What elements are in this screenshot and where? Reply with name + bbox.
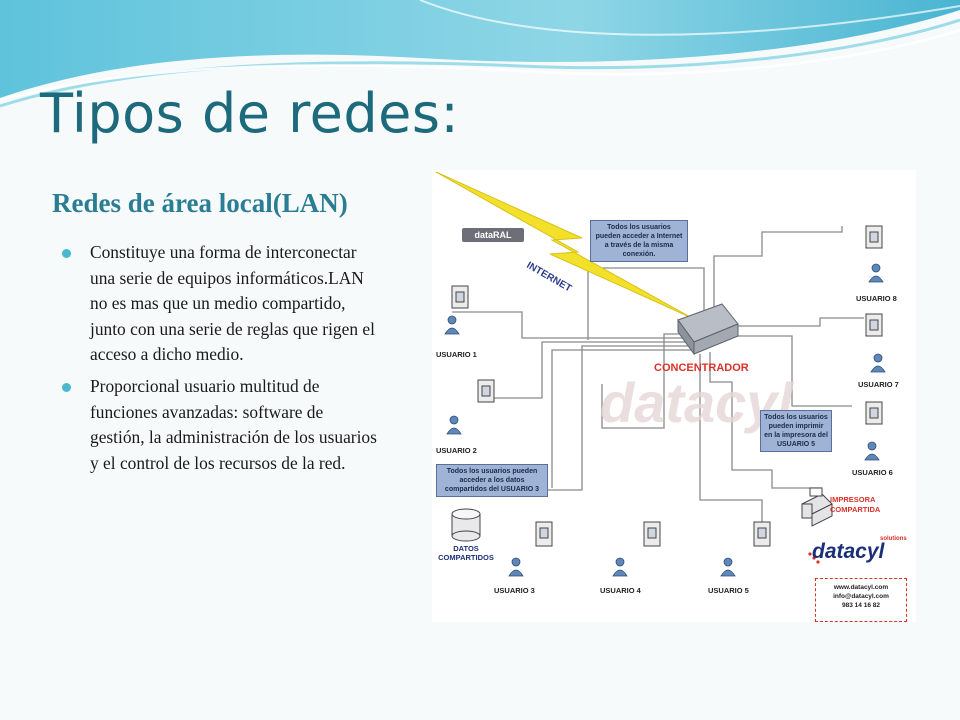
user-label: USUARIO 4 — [600, 586, 641, 595]
user-label: USUARIO 6 — [852, 468, 893, 477]
bullet-item: Constituye una forma de interconectar un… — [60, 240, 380, 368]
contact-email: info@datacyl.com — [833, 593, 889, 600]
lan-network-diagram: datacyl dataRAL INTERNET CONCENTRADOR To… — [432, 170, 916, 622]
note-printer: Todos los usuarios pueden imprimir en la… — [760, 410, 832, 452]
note-shared-data: Todos los usuarios pueden acceder a los … — [436, 464, 548, 497]
contact-phone: 983 14 16 82 — [842, 602, 880, 609]
bullet-text: Proporcional usuario multitud de funcion… — [90, 375, 377, 473]
bullet-icon — [62, 249, 71, 258]
contact-box: www.datacyl.com info@datacyl.com 983 14 … — [815, 578, 907, 622]
header-wave-decoration — [0, 0, 960, 108]
user-label: USUARIO 2 — [436, 446, 477, 455]
slide-subtitle: Redes de área local(LAN) — [52, 188, 348, 218]
bullet-icon — [62, 382, 71, 392]
user-label: USUARIO 5 — [708, 586, 749, 595]
database-icon — [451, 508, 481, 542]
computer-icon — [451, 225, 883, 547]
hub-icon — [677, 303, 739, 356]
printer-label: IMPRESORA COMPARTIDA — [830, 495, 881, 514]
shared-data-label: DATOS COMPARTIDOS — [438, 544, 494, 562]
network-connections — [435, 171, 886, 577]
logo-dots-icon — [808, 552, 820, 564]
printer-icon — [801, 487, 833, 527]
bullet-text: Constituye una forma de interconectar un… — [90, 242, 375, 365]
user-label: USUARIO 1 — [436, 350, 477, 359]
user-label: USUARIO 7 — [858, 380, 899, 389]
user-icon — [444, 263, 886, 577]
bullet-list: Constituye una forma de interconectar un… — [60, 240, 380, 482]
hub-label: CONCENTRADOR — [654, 362, 749, 374]
note-internet: Todos los usuarios pueden acceder a Inte… — [590, 220, 688, 262]
user-label: USUARIO 8 — [856, 294, 897, 303]
company-logo: datacyl — [812, 540, 885, 563]
bullet-item: Proporcional usuario multitud de funcion… — [60, 374, 380, 476]
slide-title: Tipos de redes: — [40, 82, 460, 145]
contact-web: www.datacyl.com — [833, 584, 889, 591]
logo-tagline: solutions — [880, 536, 907, 542]
user-label: USUARIO 3 — [494, 586, 535, 595]
brand-tag: dataRAL — [462, 228, 524, 242]
